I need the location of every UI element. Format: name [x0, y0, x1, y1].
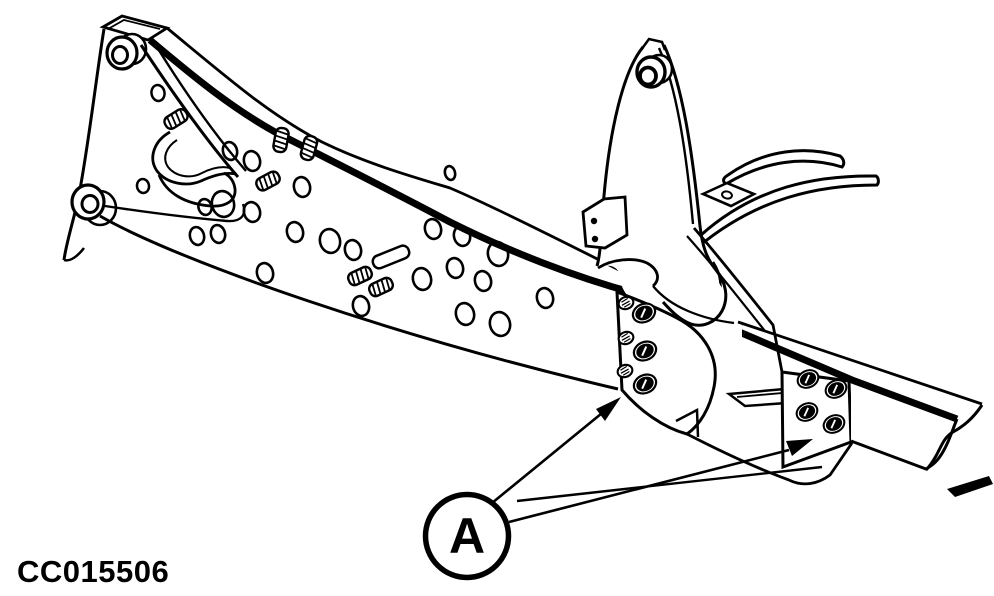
rail-flange-line-right — [742, 330, 959, 423]
end-outer-curve — [924, 404, 984, 472]
left-hanger-bracket — [62, 14, 247, 262]
tower-bracket — [581, 37, 784, 373]
rail-bottom-edge — [99, 214, 619, 391]
lower-bushing — [70, 183, 118, 227]
tower-rear-flange — [692, 227, 784, 373]
tower-side-plate — [581, 195, 629, 250]
end-tip-mark — [947, 476, 993, 497]
arrowhead-1 — [596, 397, 621, 421]
support-edge-line — [516, 465, 823, 503]
upper-bushing — [105, 32, 148, 71]
leader-line-1 — [491, 407, 608, 505]
arrowhead-2 — [786, 439, 813, 456]
tower-bushing — [635, 53, 674, 89]
gusset-bottom-edge — [686, 432, 854, 486]
crossmember-plate — [614, 289, 854, 486]
rail-top-edge-right — [737, 320, 983, 406]
leader-line-2 — [508, 448, 790, 524]
callout-a: A — [422, 397, 813, 581]
figure-caption: CC015506 — [17, 554, 169, 589]
rail-holes — [188, 140, 555, 338]
callout-a-label: A — [449, 508, 485, 564]
rail-slot — [371, 244, 411, 270]
rail-end — [737, 320, 993, 497]
callout-circle — [422, 491, 512, 581]
gusset-notch — [675, 407, 700, 438]
